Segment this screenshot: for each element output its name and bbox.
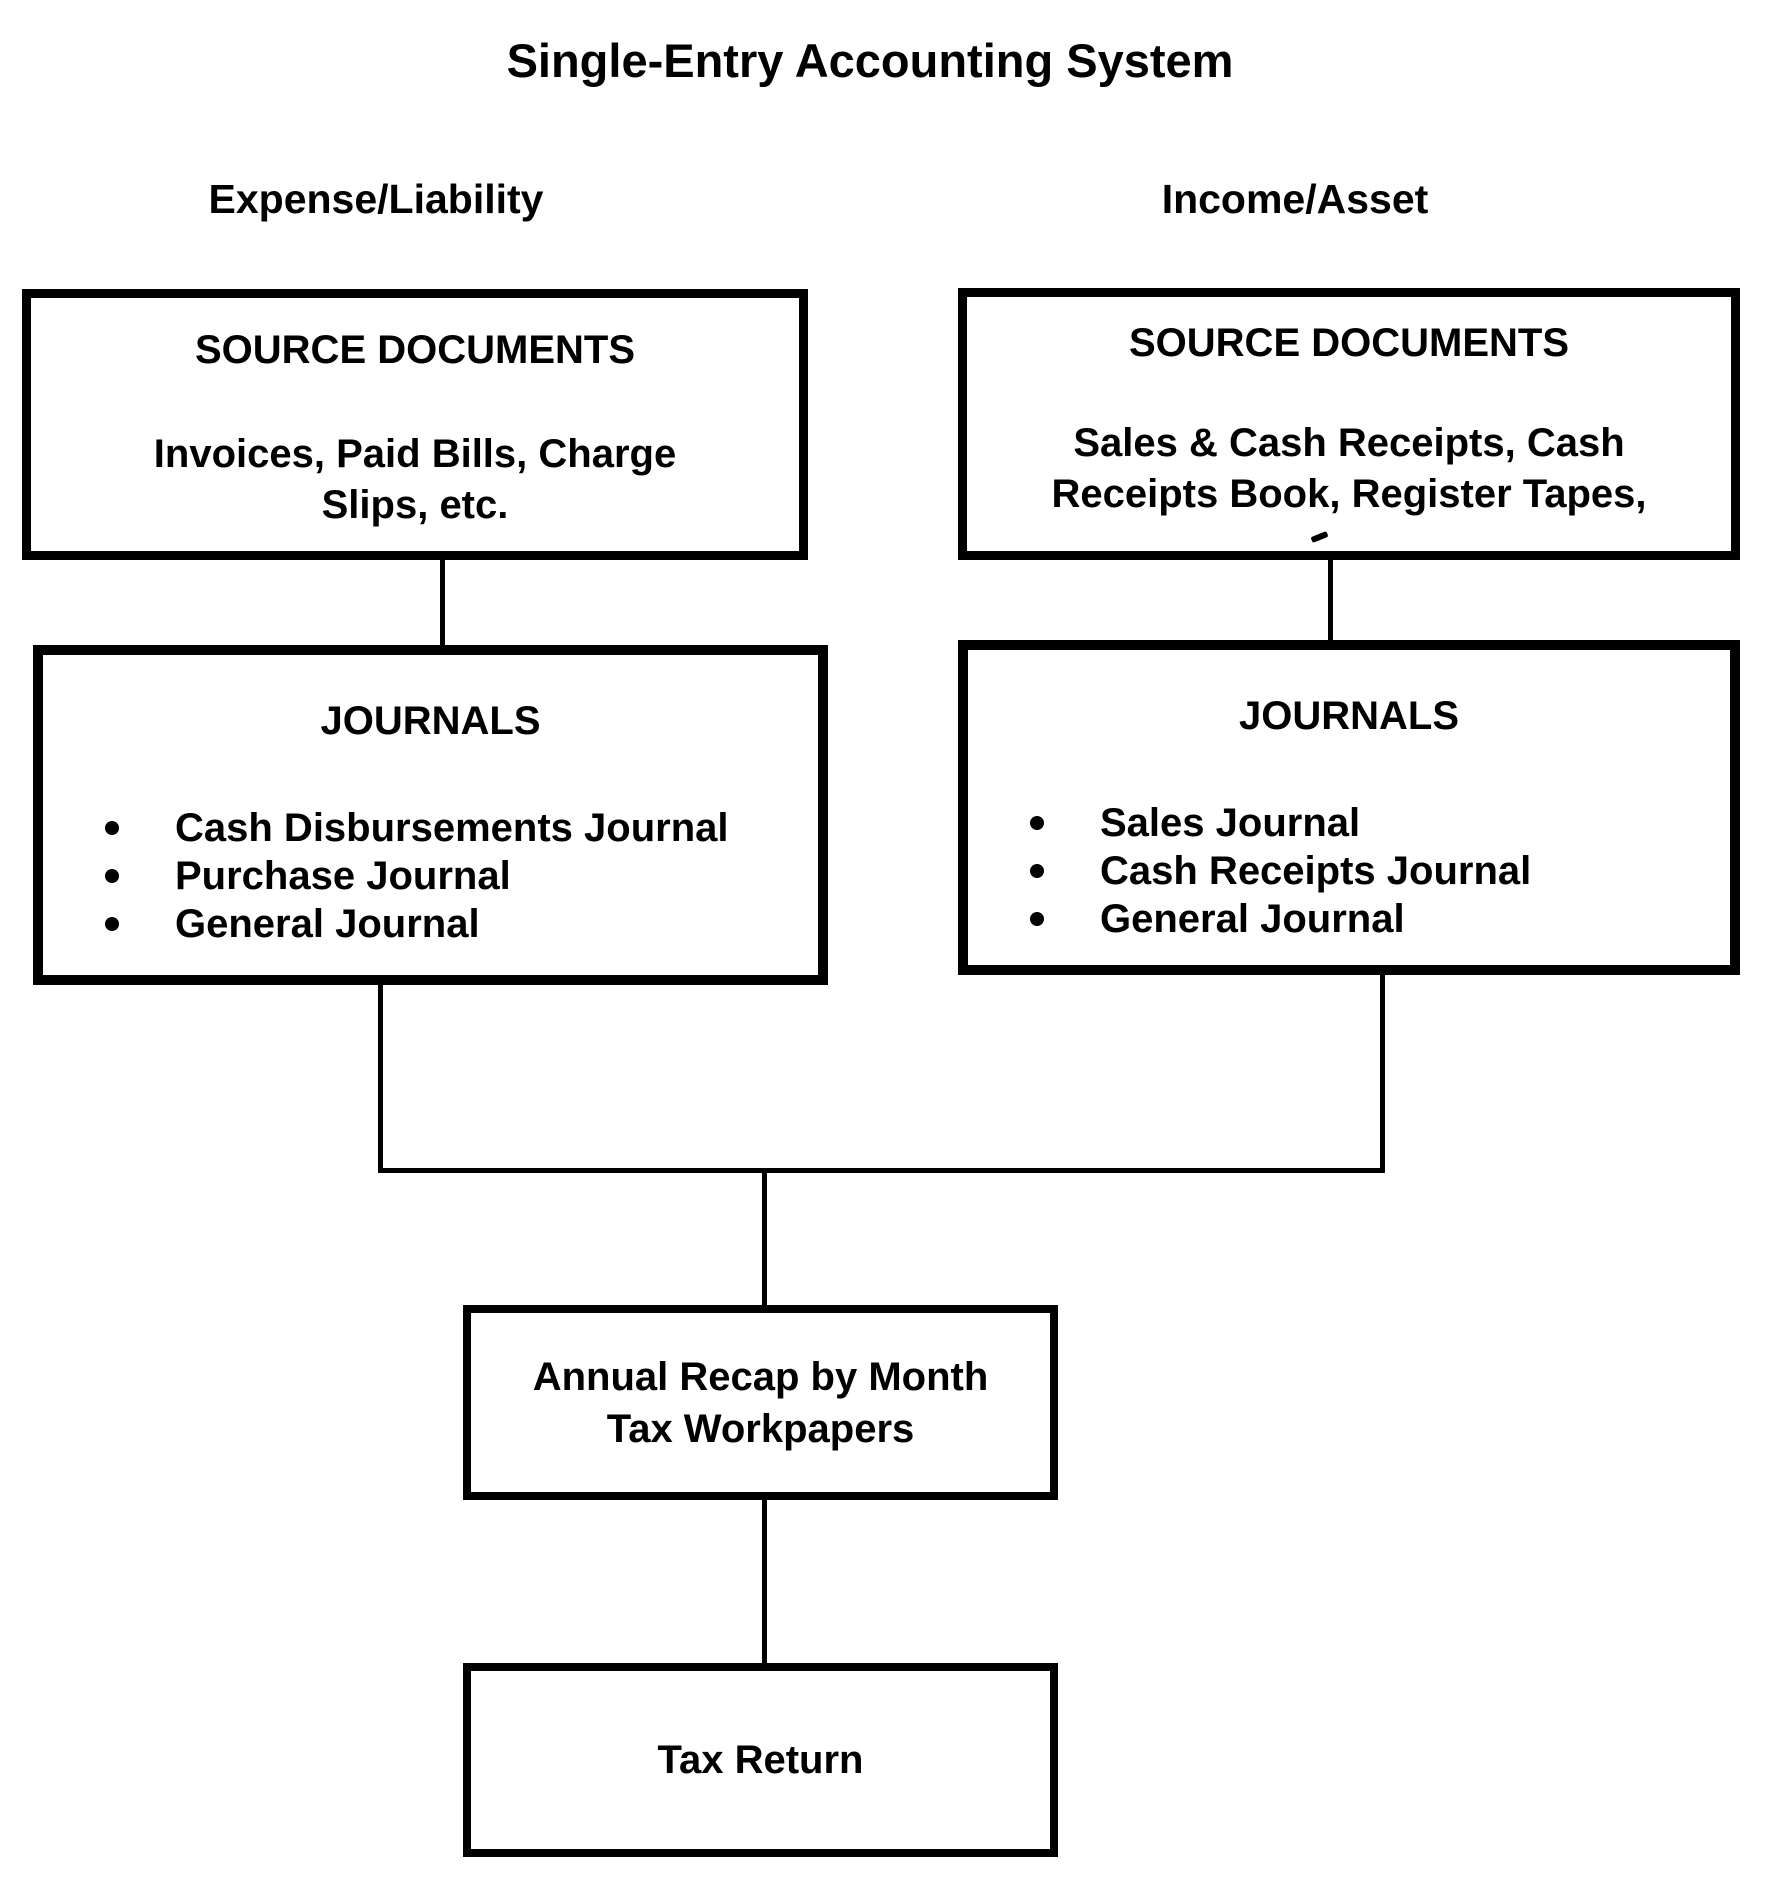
- journals-list: Cash Disbursements Journal Purchase Jour…: [43, 804, 818, 948]
- tax-return-box: Tax Return: [463, 1663, 1058, 1857]
- annual-recap-line1: Annual Recap by Month: [532, 1354, 989, 1399]
- journal-item: General Journal: [968, 895, 1730, 943]
- column-header-income-asset: Income/Asset: [1161, 176, 1429, 222]
- bullet-icon: [1030, 864, 1044, 878]
- bullet-icon: [105, 917, 119, 931]
- journal-item: Cash Disbursements Journal: [43, 804, 818, 852]
- journals-box-expense: JOURNALS Cash Disbursements Journal Purc…: [33, 645, 828, 985]
- journal-item: Purchase Journal: [43, 852, 818, 900]
- bullet-icon: [105, 821, 119, 835]
- connector-source-to-journals-left: [440, 560, 445, 650]
- journal-item: Sales Journal: [968, 799, 1730, 847]
- journal-item-label: General Journal: [1100, 897, 1405, 941]
- source-documents-box-expense: SOURCE DOCUMENTS Invoices, Paid Bills, C…: [22, 289, 808, 560]
- journals-heading: JOURNALS: [320, 699, 541, 743]
- journal-item-label: General Journal: [175, 902, 480, 946]
- journal-item-label: Sales Journal: [1100, 801, 1361, 845]
- bullet-icon: [1030, 912, 1044, 926]
- source-documents-body-line1: Sales & Cash Receipts, Cash: [1073, 421, 1625, 465]
- journal-item: General Journal: [43, 900, 818, 948]
- connector-junction-rail: [378, 1168, 1385, 1173]
- journals-list: Sales Journal Cash Receipts Journal Gene…: [968, 799, 1730, 943]
- journal-item: Cash Receipts Journal: [968, 847, 1730, 895]
- bullet-icon: [105, 869, 119, 883]
- source-documents-body-line2: Slips, etc.: [321, 483, 509, 527]
- column-header-expense-liability: Expense/Liability: [208, 176, 544, 222]
- source-documents-body: Sales & Cash Receipts, Cash Receipts Boo…: [967, 418, 1731, 520]
- source-documents-body-line1: Invoices, Paid Bills, Charge: [153, 432, 677, 476]
- tax-return-label: Tax Return: [657, 1737, 864, 1782]
- connector-source-to-journals-right: [1328, 560, 1333, 645]
- source-documents-heading: SOURCE DOCUMENTS: [1128, 321, 1570, 365]
- journals-heading: JOURNALS: [1238, 694, 1460, 738]
- annual-recap-line2: Tax Workpapers: [606, 1406, 915, 1451]
- journal-item-label: Purchase Journal: [175, 854, 511, 898]
- bullet-icon: [1030, 816, 1044, 830]
- source-documents-heading: SOURCE DOCUMENTS: [194, 328, 636, 372]
- journal-item-label: Cash Receipts Journal: [1100, 849, 1532, 893]
- connector-journals-left-drop: [378, 985, 383, 1173]
- connector-rail-to-recap: [762, 1171, 767, 1305]
- connector-recap-to-tax-return: [762, 1500, 767, 1663]
- source-documents-body-line2: Receipts Book, Register Tapes,: [1051, 472, 1647, 516]
- journal-item-label: Cash Disbursements Journal: [175, 806, 729, 850]
- connector-journals-right-drop: [1380, 975, 1385, 1173]
- diagram-title: Single-Entry Accounting System: [506, 34, 1234, 87]
- source-documents-body: Invoices, Paid Bills, Charge Slips, etc.: [31, 429, 799, 531]
- source-documents-box-income: SOURCE DOCUMENTS Sales & Cash Receipts, …: [958, 288, 1740, 560]
- annual-recap-box: Annual Recap by Month Tax Workpapers: [463, 1305, 1058, 1500]
- journals-box-income: JOURNALS Sales Journal Cash Receipts Jou…: [958, 640, 1740, 975]
